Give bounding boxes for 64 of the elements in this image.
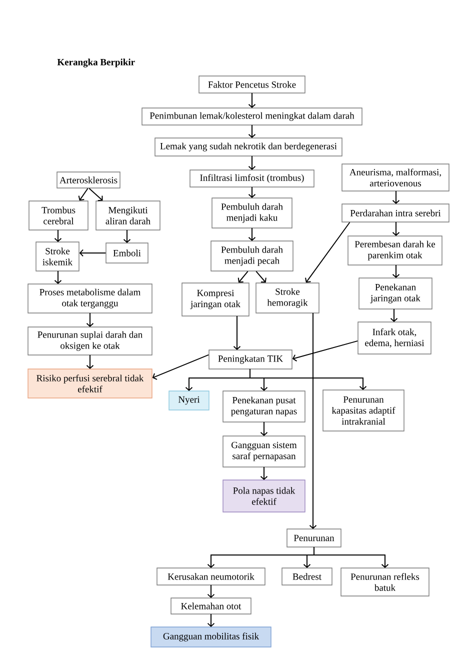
process-box: Lemak yang sudah nekrotik dan berdegenerasi: [154, 138, 342, 156]
process-box: Aneurisma, malformasi, arteriovenous: [342, 164, 450, 192]
process-box: Penurunan refleks batuk: [340, 568, 430, 596]
process-box: Pembuluh darah menjadi kaku: [212, 198, 292, 228]
process-box: Bedrest: [282, 568, 332, 586]
arrow: [78, 188, 88, 201]
arrow: [392, 222, 400, 236]
arrow: [207, 584, 215, 598]
arrow: [207, 614, 215, 627]
highlighted-box: Nyeri: [168, 390, 210, 410]
process-box: Pembuluh darah menjadi pecah: [210, 240, 294, 272]
process-box: Penurunan kapasitas adaptif intrakranial: [322, 390, 404, 432]
process-box: Mengikuti aliran darah: [96, 200, 160, 230]
process-box: Kerusakan neumotorik: [156, 568, 266, 586]
arrow: [260, 466, 268, 480]
process-box: Kelemahan otot: [170, 598, 252, 614]
highlighted-box: Gangguan mobilitas fisik: [150, 626, 272, 648]
arrow: [250, 368, 367, 390]
arrow: [54, 270, 62, 284]
process-box: Emboli: [106, 242, 148, 264]
arrow: [305, 222, 350, 283]
arrow: [86, 354, 94, 369]
process-box: Stroke hemoragik: [256, 282, 320, 314]
process-box: Penurunan: [286, 528, 342, 548]
process-box: Infiltrasi limfosit (trombus): [190, 170, 314, 188]
arrow: [248, 228, 256, 242]
process-box: Arterosklerosis: [56, 172, 120, 188]
process-box: Penurunan suplai darah dan oksigen ke otak: [28, 326, 152, 356]
arrow: [152, 354, 210, 380]
arrow: [392, 190, 400, 204]
arrow: [233, 316, 241, 350]
process-box: Trombus cerebral: [28, 200, 88, 230]
process-box: Penekanan pusat pengaturan napas: [222, 390, 306, 422]
process-box: Gangguan sistem saraf pernapasan: [222, 436, 306, 468]
process-box: Kompresi jaringan otak: [182, 282, 250, 316]
process-box: Faktor Pencetus Stroke: [198, 76, 306, 94]
arrow: [390, 308, 398, 322]
arrow: [54, 230, 62, 242]
arrow: [256, 270, 266, 283]
arrow: [248, 186, 256, 198]
process-box: Proses metabolisme dalam otak terganggu: [28, 284, 152, 314]
arrow: [260, 422, 268, 436]
arrow: [314, 546, 389, 568]
arrow: [86, 312, 94, 327]
arrow: [238, 270, 248, 283]
arrow: [123, 230, 131, 244]
arrow: [392, 264, 400, 278]
arrow: [248, 92, 256, 108]
highlighted-box: Risiko perfusi serebral tidak efektif: [28, 368, 152, 398]
title: Kerangka Berpikir: [57, 58, 135, 68]
process-box: Perembesan darah ke parenkim otak: [348, 236, 442, 266]
arrow: [309, 312, 317, 529]
arrow: [248, 124, 256, 138]
highlighted-box: Pola napas tidak efektif: [222, 480, 306, 512]
arrow: [79, 249, 106, 257]
arrow: [292, 340, 358, 362]
arrow: [88, 188, 103, 202]
process-box: Stroke iskemik: [36, 242, 80, 272]
process-box: Peningkatan TIK: [208, 350, 292, 370]
arrow: [248, 156, 256, 170]
process-box: Perdarahan intra serebri: [342, 204, 450, 222]
process-box: Penimbunan lemak/kolesterol meningkat dalam darah: [142, 108, 362, 126]
process-box: Penekanan jaringan otak: [358, 278, 432, 310]
process-box: Infark otak, edema, herniasi: [358, 322, 432, 354]
